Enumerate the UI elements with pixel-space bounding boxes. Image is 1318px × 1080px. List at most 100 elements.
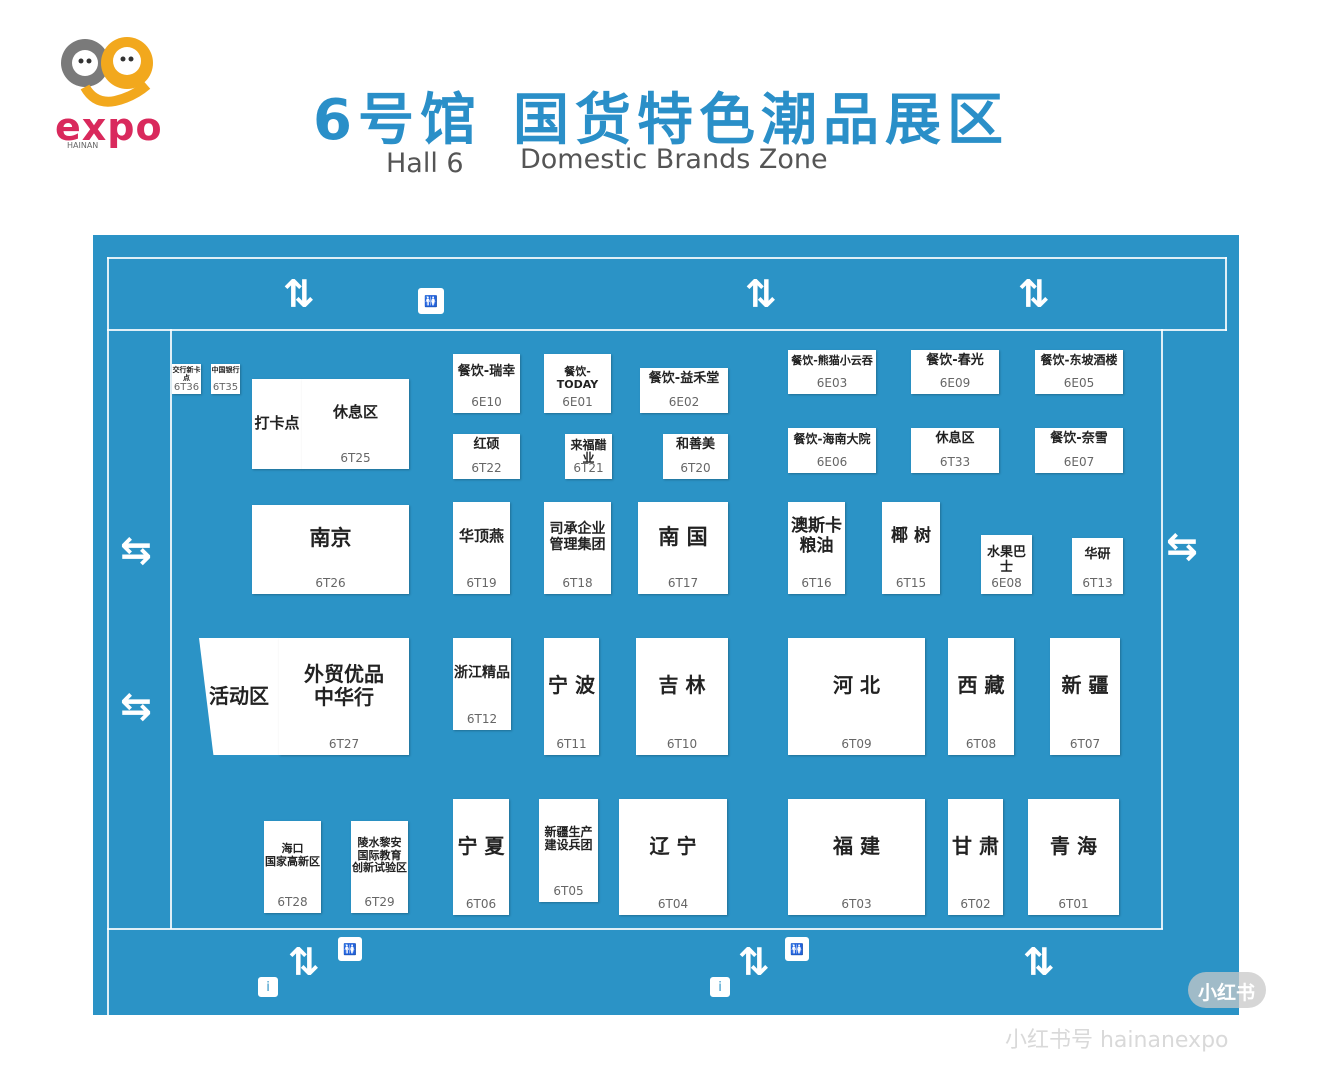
booth-code: 6T10 [666, 737, 698, 751]
booth-code: 6T03 [841, 897, 872, 911]
booth-6t08[interactable]: 西 藏 6T08 [948, 638, 1014, 755]
booth-6t27a[interactable]: 活动区 [199, 638, 279, 755]
booth-name: 新 疆 [1061, 673, 1109, 697]
booth-6t28[interactable]: 海口 国家高新区 6T28 [264, 821, 321, 913]
booth-code: 6E07 [1063, 455, 1095, 469]
booth-6t05[interactable]: 新疆生产 建设兵团 6T05 [539, 799, 598, 902]
booth-code: 6E10 [471, 395, 502, 409]
booth-6t19[interactable]: 华顶燕 6T19 [453, 502, 510, 594]
info-icon: i [258, 977, 278, 997]
booth-6e07[interactable]: 餐饮-奈雪 6E07 [1035, 428, 1123, 473]
booth-name: 餐饮-春光 [926, 352, 984, 368]
logo-text: expo [55, 105, 163, 149]
booth-code: 6T20 [680, 461, 711, 475]
booth-code: 6T16 [801, 576, 832, 590]
booth-code: 6T06 [465, 897, 497, 911]
booth-6t25a[interactable]: 打卡点 [252, 379, 302, 469]
escalator-icon: ⇅ [288, 940, 320, 984]
booth-code: 6T04 [657, 897, 689, 911]
transfer-icon: ⇆ [120, 684, 152, 728]
booth-code: 6T33 [939, 455, 971, 469]
booth-code: 6T21 [573, 461, 604, 475]
booth-code: 6T26 [315, 576, 346, 590]
booth-code: 6T05 [553, 884, 584, 898]
booth-name: 浙江精品 [454, 664, 510, 681]
booth-name: 新疆生产 建设兵团 [544, 824, 593, 853]
booth-6t22[interactable]: 红硕 6T22 [453, 434, 520, 479]
booth-name: 餐饮-海南大院 [793, 431, 871, 446]
booth-code: 6T28 [277, 895, 308, 909]
booth-name: 中国银行 [211, 366, 240, 374]
booth-code: 6E05 [1063, 376, 1095, 390]
booth-6t01[interactable]: 青 海 6T01 [1028, 799, 1119, 915]
watermark-badge [1188, 972, 1266, 1008]
booth-name: 餐饮-熊猫小云吞 [791, 353, 873, 367]
booth-name: 华研 [1084, 546, 1111, 562]
booth-name: 休息区 [332, 403, 378, 422]
booth-name: 餐饮-奈雪 [1050, 431, 1108, 447]
booth-code: 6T36 [173, 382, 200, 393]
booth-code: 6E02 [668, 395, 700, 409]
booth-6t20[interactable]: 和善美 6T20 [663, 434, 728, 479]
booth-6t07[interactable]: 新 疆 6T07 [1050, 638, 1120, 755]
logo-subtext: HAINAN [67, 141, 99, 150]
restroom-icon: 🚻 [338, 937, 362, 961]
booth-name: 南京 [309, 526, 352, 551]
booth-code: 6T11 [556, 737, 587, 751]
watermark-badge-text: 小红书 [1198, 982, 1256, 1004]
booth-code: 6T09 [841, 737, 872, 751]
booth-code: 6T18 [562, 576, 593, 590]
booth-name: 青 海 [1050, 833, 1097, 858]
escalator-icon: ⇅ [1023, 940, 1055, 984]
booth-name: 外贸优品 中华行 [304, 661, 384, 709]
booth-name: 红硕 [473, 437, 500, 453]
restroom-icon: 🚻 [785, 937, 809, 961]
watermark-account: 小红书号 hainanexpo [1005, 1028, 1229, 1053]
booth-name: 餐饮-东坡酒楼 [1040, 353, 1118, 368]
zone-title: 国货特色潮品展区 [513, 88, 1009, 153]
booth-name: 海口 国家高新区 [265, 842, 320, 868]
booth-code: 6T22 [471, 461, 502, 475]
booth-6t26[interactable]: 南京 6T26 [252, 505, 409, 594]
booth-name: 吉 林 [658, 673, 706, 697]
booth-name: 西 藏 [957, 673, 1005, 697]
booth-name: 甘 肃 [952, 833, 999, 858]
hall-subtitle: Hall 6 [386, 148, 464, 179]
booth-6e05[interactable]: 餐饮-东坡酒楼 6E05 [1035, 350, 1123, 394]
booth-name: 华顶燕 [458, 527, 504, 546]
booth-code: 6T01 [1058, 897, 1089, 911]
booth-code: 6T15 [895, 576, 927, 590]
booth-name: 和善美 [675, 437, 715, 453]
booth-code: 6T08 [965, 737, 997, 751]
booth-code: 6T19 [466, 576, 497, 590]
zone-subtitle: Domestic Brands Zone [520, 144, 828, 175]
booth-code: 6T07 [1069, 737, 1101, 751]
booth-6t10[interactable]: 吉 林 6T10 [636, 638, 728, 755]
